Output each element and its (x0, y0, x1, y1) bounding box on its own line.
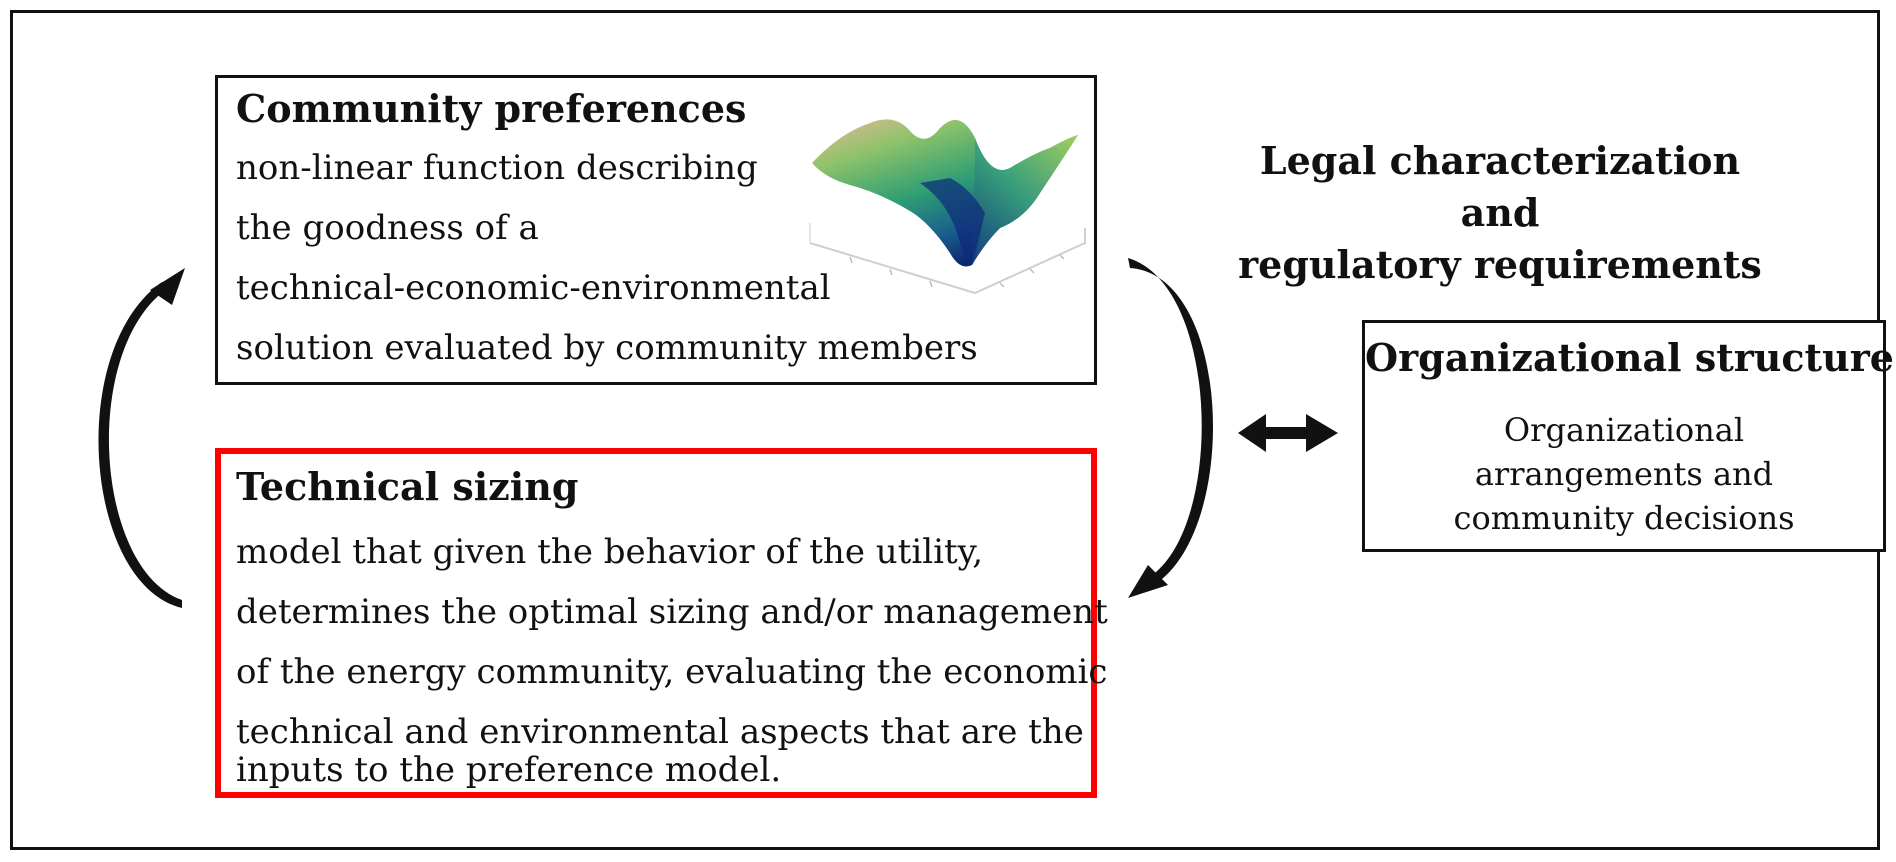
technical-sizing-line-2: determines the optimal sizing and/or man… (236, 592, 1108, 632)
technical-sizing-title: Technical sizing (236, 464, 579, 509)
organizational-structure-line-1: Organizational (1503, 411, 1745, 449)
right-arrow-head-icon (1128, 565, 1168, 598)
left-curved-arrow (98, 282, 182, 608)
community-preferences-line-1: non-linear function describing (236, 148, 758, 188)
left-arrow-head-icon (150, 268, 185, 305)
technical-sizing-line-5: inputs to the preference model. (236, 750, 782, 790)
right-curved-arrow (1128, 258, 1214, 585)
organizational-structure-box: Organizational structure Organizational … (1362, 320, 1894, 552)
community-preferences-box: Community preferences non-linear functio… (215, 75, 1097, 385)
organizational-structure-line-2: arrangements and (1474, 455, 1774, 493)
legal-requirements-line-1: Legal characterization and (1259, 138, 1741, 235)
preference-surface-image (809, 119, 1086, 295)
technical-sizing-box: Technical sizing model that given the be… (215, 448, 1108, 798)
technical-sizing-line-4: technical and environmental aspects that… (236, 712, 1084, 752)
community-preferences-line-2: the goodness of a (236, 208, 539, 248)
community-preferences-line-3: technical-economic-environmental (236, 268, 831, 308)
technical-sizing-line-1: model that given the behavior of the uti… (236, 532, 984, 572)
legal-requirements-label: Legal characterization and regulatory re… (1220, 135, 1780, 291)
community-preferences-title: Community preferences (236, 86, 747, 131)
organizational-structure-title: Organizational structure (1365, 335, 1894, 380)
technical-sizing-line-3: of the energy community, evaluating the … (236, 652, 1108, 692)
legal-requirements-line-2: regulatory requirements (1238, 242, 1762, 287)
community-preferences-line-4: solution evaluated by community members (236, 328, 978, 368)
double-arrow-icon (1238, 414, 1338, 452)
organizational-structure-line-3: community decisions (1453, 499, 1795, 537)
